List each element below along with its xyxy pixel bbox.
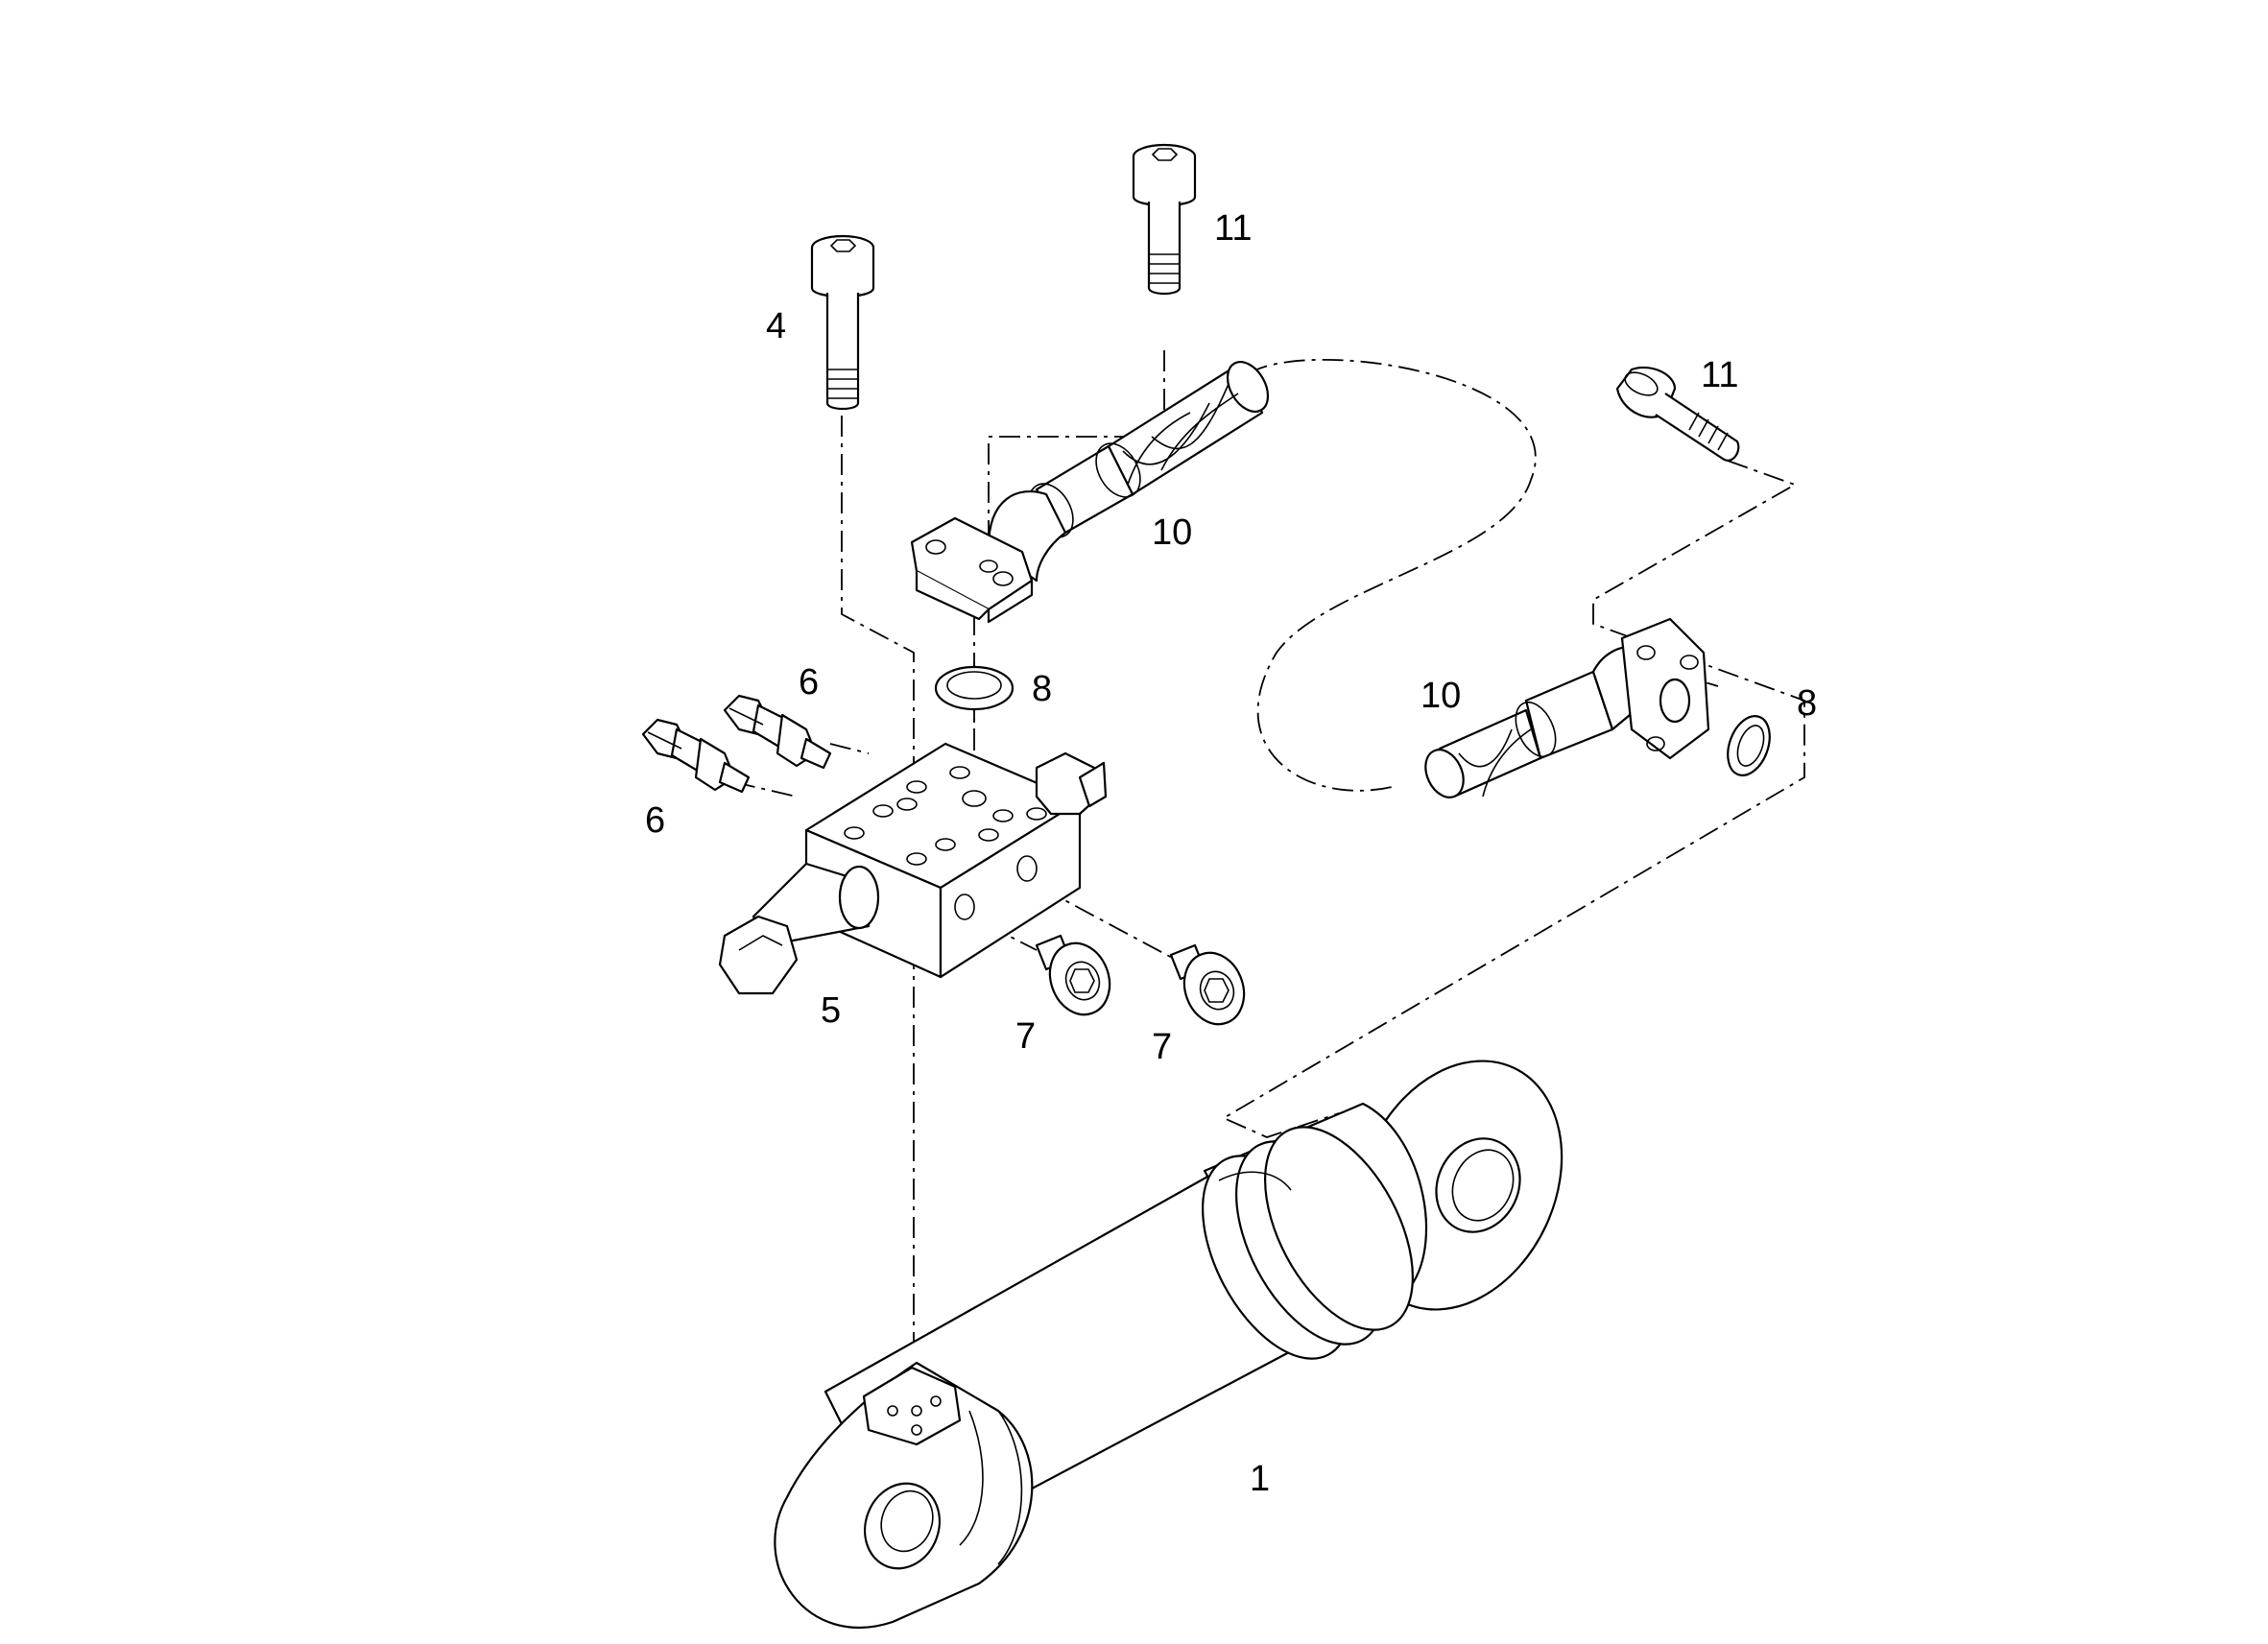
hose-10-top (910, 361, 1270, 624)
callout-1: 1 (1250, 1459, 1270, 1499)
plug-7-left (1035, 934, 1111, 1016)
screw-4 (810, 234, 875, 411)
callout-10-top: 10 (1152, 512, 1192, 553)
o-ring-8-right (1727, 715, 1771, 776)
callout-6-upper: 6 (799, 662, 819, 703)
callout-11-right: 11 (1701, 355, 1738, 395)
callout-10-right: 10 (1420, 676, 1461, 716)
callout-6-lower: 6 (645, 800, 665, 841)
callout-8-top: 8 (1032, 669, 1052, 709)
screw-11-top (1132, 143, 1197, 296)
hydraulic-cylinder (774, 1060, 1564, 1629)
o-ring-8-top (934, 665, 1015, 711)
plug-7-right (1169, 943, 1246, 1026)
screw-11-right (1615, 366, 1740, 462)
fitting-6-lower (641, 718, 751, 794)
callout-5: 5 (821, 990, 841, 1031)
callout-7-left: 7 (1015, 1016, 1036, 1057)
fitting-6-upper (723, 694, 832, 770)
callout-7-right: 7 (1152, 1027, 1172, 1067)
callout-labels: 1 4 5 6 6 7 7 8 8 10 10 11 11 (645, 208, 1817, 1499)
valve-block (718, 742, 1108, 995)
callout-4: 4 (766, 306, 786, 346)
hose-10-right (1424, 617, 1710, 798)
callout-11-top: 11 (1214, 208, 1252, 249)
callout-8-right: 8 (1797, 683, 1817, 724)
